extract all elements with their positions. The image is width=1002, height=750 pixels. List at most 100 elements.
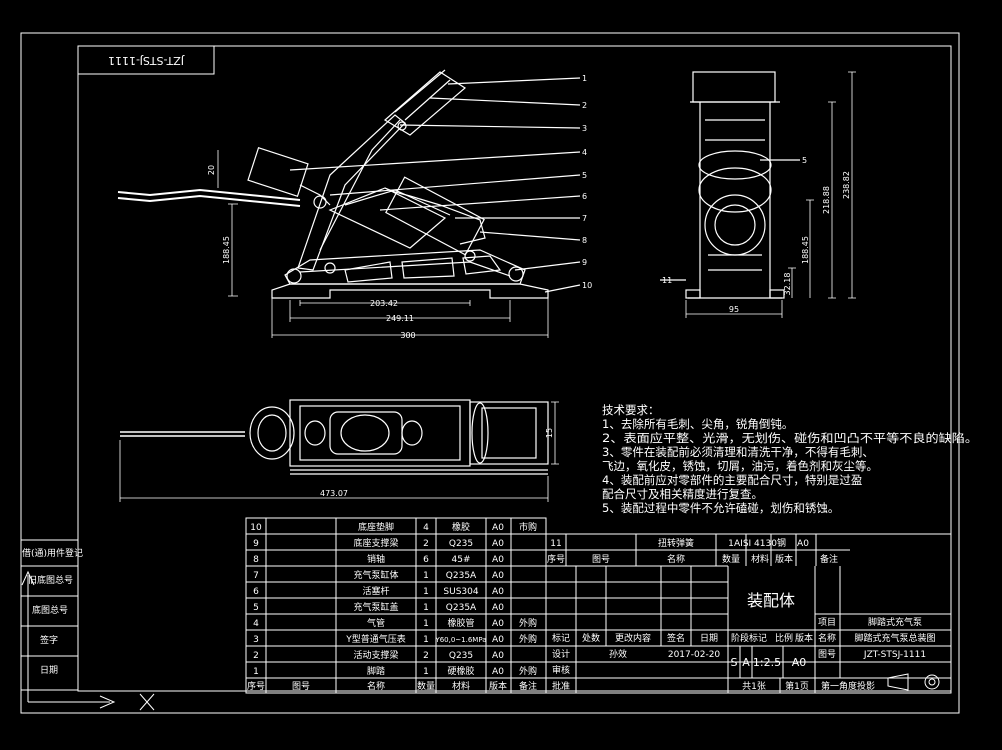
balloon-10: 10 [582, 281, 592, 290]
bom-cell-no: 10 [250, 523, 262, 533]
tb-total: 共1张 [742, 681, 766, 692]
inner-frame [77, 45, 952, 692]
top-view [119, 399, 559, 502]
tb-code-val: JZT-STSJ-1111 [863, 650, 926, 660]
bom-cell-qty: 1 [423, 587, 429, 597]
tb-sign: 签名 [667, 632, 685, 644]
dim-side-4: 188.45 [222, 236, 231, 264]
balloon-front-11: 11 [662, 276, 672, 285]
tb-mark: 标记 [552, 632, 570, 644]
strip-2: 旧底图总号 [28, 574, 73, 586]
bom-header: 序号 图号 名称 数量 材料 版本 备注 [247, 680, 537, 692]
balloon-labels: 1 2 3 4 5 6 7 8 9 10 [582, 74, 592, 290]
tb-hdr-qty: 数量 [722, 553, 740, 565]
bom-cell-name: 活塞杆 [362, 585, 389, 597]
bom-cell-no: 1 [253, 667, 259, 677]
bom-cell-name: 充气泵缸盖 [353, 601, 398, 613]
bom-cell-mat: 45# [452, 555, 471, 565]
tb-hdr-code: 图号 [592, 554, 610, 565]
dim-front-4: 188.45 [801, 236, 810, 264]
bom-cell-qty: 1 [423, 571, 429, 581]
bom-cell-ver: A0 [492, 587, 504, 597]
bom-cell-qty: 2 [423, 651, 429, 661]
tb-page: 第1页 [785, 680, 809, 692]
tb-design-date: 2017-02-20 [668, 650, 721, 660]
tb-hdr-no: 序号 [547, 553, 565, 565]
tb-project-val: 脚踏式充气泵 [868, 616, 922, 628]
bom-cell-name: 底座垫脚 [358, 521, 394, 533]
tb-r11-qty: 1 [728, 539, 734, 549]
top-code-box [77, 45, 215, 75]
tb-hdr-note: 备注 [820, 553, 838, 565]
dim-front-2: 218.88 [822, 186, 831, 214]
tech-title: 技术要求： [602, 403, 660, 417]
bom-cell-name: 销轴 [367, 553, 385, 565]
bom-h-note: 备注 [519, 680, 537, 692]
title-block [545, 533, 952, 694]
outer-border [20, 32, 960, 714]
bom-cell-mat: 橡胶 [452, 521, 470, 533]
bom-cell-name: 气管 [367, 617, 385, 629]
bom-h-ver: 版本 [489, 680, 507, 692]
bom-cell-qty: 1 [423, 603, 429, 613]
balloon-3: 3 [582, 124, 587, 133]
tech-line-5: 4、装配前应对零部件的主要配合尺寸，特别是过盈 [602, 473, 862, 487]
tb-count: 处数 [582, 632, 600, 644]
title-block-text: 11 扭转弹簧 1 AISI 4130钢 A0 序号 图号 名称 数量 材料 版… [547, 537, 936, 692]
bom-table [245, 517, 547, 694]
side-view [117, 69, 581, 338]
dim-top-2: 15 [545, 428, 554, 438]
bom-h-no: 序号 [247, 680, 265, 692]
bom-cell-ver: A0 [492, 635, 504, 645]
bom-cell-mat: Q235 [449, 539, 473, 549]
tb-ver-ab: A0 [792, 656, 807, 669]
bom-cell-note: 外购 [519, 633, 537, 645]
bom-cell-name: 充气泵缸体 [353, 569, 398, 581]
tb-assembly: 装配体 [747, 591, 795, 610]
bom-cell-name: Y型普通气压表 [345, 633, 406, 645]
balloon-9: 9 [582, 258, 587, 267]
bom-cell-mat: SUS304 [443, 587, 478, 597]
tb-stage: 阶段标记 [731, 632, 767, 644]
dim-top-1: 473.07 [320, 489, 348, 498]
bom-cell-ver: A0 [492, 619, 504, 629]
tb-design: 设计 [552, 648, 570, 660]
bom-cell-no: 5 [253, 603, 259, 613]
ucs-icon [21, 570, 155, 711]
bom-cell-name: 活动支撑梁 [353, 649, 398, 661]
tb-project-label: 项目 [818, 617, 836, 628]
bom-cell-ver: A0 [492, 555, 504, 565]
tb-designer: 孙效 [609, 648, 627, 660]
balloon-4: 4 [582, 148, 587, 157]
bom-cell-note: 外购 [519, 617, 537, 629]
tb-ver-label: 版本 [795, 632, 813, 644]
tb-hdr-name: 名称 [667, 553, 685, 565]
tb-scale-label: 比例 [775, 632, 793, 644]
tech-line-6: 配合尺寸及相关精度进行复查。 [602, 487, 763, 501]
bom-h-name: 名称 [367, 680, 385, 692]
bom-cell-note: 外购 [519, 665, 537, 677]
bom-cell-no: 3 [253, 635, 259, 645]
dim-side-5: 20 [207, 165, 216, 175]
dim-side-1: 203.42 [370, 299, 398, 308]
tb-check: 审核 [552, 664, 570, 676]
bom-h-code: 图号 [292, 681, 310, 692]
bom-cell-no: 6 [253, 587, 259, 597]
front-view [660, 71, 856, 318]
bom-cell-note: 市购 [519, 521, 537, 533]
dim-side-3: 300 [400, 331, 415, 340]
bom-cell-mat: Q235A [446, 603, 477, 613]
dim-front-5: 32.18 [783, 273, 792, 296]
bom-cell-ver: A0 [492, 667, 504, 677]
bom-cell-name: 底座支撑梁 [353, 537, 398, 549]
strip-5: 日期 [40, 665, 58, 676]
tb-date: 日期 [700, 633, 718, 644]
bom-cell-qty: 2 [423, 539, 429, 549]
bom-cell-ver: A0 [492, 651, 504, 661]
bom-cell-qty: 4 [423, 523, 429, 533]
bom-cell-no: 9 [253, 539, 259, 549]
bom-cell-qty: 1 [423, 667, 429, 677]
tb-stage-val: S [731, 656, 738, 669]
bom-cell-no: 4 [253, 619, 259, 629]
bom-cell-ver: A0 [492, 539, 504, 549]
